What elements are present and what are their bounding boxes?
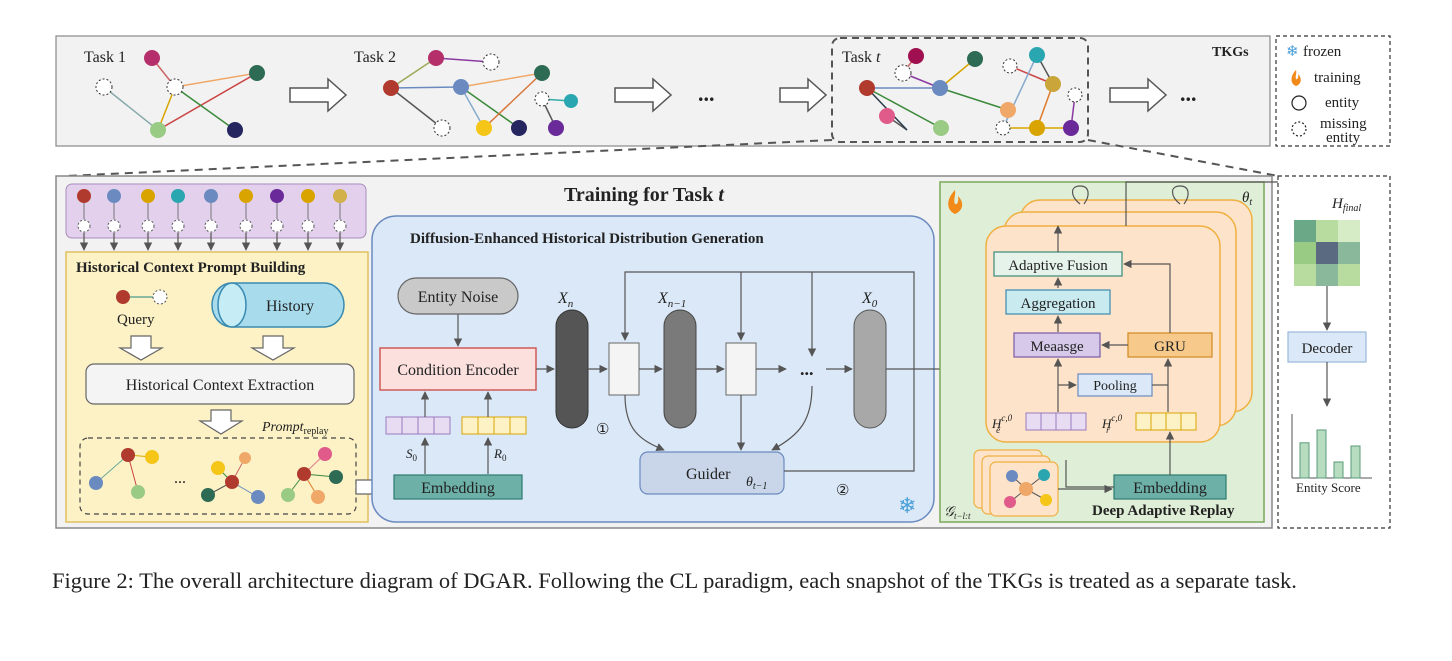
s0-label: S0 xyxy=(406,446,418,463)
denoise-step-1 xyxy=(608,342,640,396)
history-database-icon: History xyxy=(211,282,345,328)
query-entity-icon xyxy=(116,290,130,304)
arrow-right-icon xyxy=(289,77,348,113)
hec-vector xyxy=(1025,412,1087,431)
top-ellipsis: ... xyxy=(698,81,715,106)
prompt-replay-label: Promptreplay xyxy=(261,420,328,437)
hcpb-title: Historical Context Prompt Building xyxy=(76,260,306,276)
pooling-label: Pooling xyxy=(1093,379,1137,394)
xn-latent xyxy=(555,309,589,429)
prompt-entity-row xyxy=(77,189,347,233)
task-2-graph: Task 2 xyxy=(354,49,578,137)
legend-training: training xyxy=(1314,70,1361,86)
entity-score-chart xyxy=(1291,414,1372,479)
task-t-label: Task xyxy=(842,49,876,66)
main-title: Training for Task t xyxy=(564,184,725,206)
tkgs-label: TKGs xyxy=(1212,45,1249,60)
message-box xyxy=(1013,332,1101,358)
s0-vector xyxy=(385,416,451,435)
context-extraction-box xyxy=(85,363,355,405)
entity-icon xyxy=(1291,95,1307,111)
adaptive-fusion-box xyxy=(993,251,1123,277)
legend-frozen: frozen xyxy=(1303,44,1342,60)
guider-label: Guider xyxy=(686,466,731,483)
h-final-label: Hfinal xyxy=(1331,196,1361,214)
task-1-graph: Task 1 xyxy=(84,49,265,138)
condition-encoder-label: Condition Encoder xyxy=(397,362,519,379)
x0-latent xyxy=(853,309,887,429)
xn1-label: Xn−1 xyxy=(657,290,686,310)
aggregation-label: Aggregation xyxy=(1021,296,1096,312)
top-ellipsis-2: ... xyxy=(1180,81,1197,106)
legend-missing: missing xyxy=(1320,116,1367,132)
decoder-label: Decoder xyxy=(1302,341,1353,357)
down-arrow-icon xyxy=(197,409,245,435)
guider-box xyxy=(639,451,785,495)
diffusion-title: Diffusion-Enhanced Historical Distributi… xyxy=(410,231,764,247)
entity-noise-label: Entity Noise xyxy=(418,289,498,306)
svg-text:Task t: Task t xyxy=(842,49,881,66)
xn-label: Xn xyxy=(557,290,574,310)
missing-entity-icon xyxy=(1291,121,1307,137)
query-label: Query xyxy=(117,312,155,328)
aggregation-box xyxy=(1005,289,1111,315)
down-arrow-icon xyxy=(249,335,297,361)
g-label: 𝒢t−l:t xyxy=(944,505,971,521)
figure-caption: Figure 2: The overall architecture diagr… xyxy=(52,568,1297,593)
history-label: History xyxy=(266,298,314,315)
architecture-diagram: Task 1 Task 2 xyxy=(55,35,1391,529)
xn1-latent xyxy=(663,309,697,429)
adaptive-fusion-label: Adaptive Fusion xyxy=(1008,258,1108,274)
score-bar xyxy=(1333,461,1344,479)
dar-title: Deep Adaptive Replay xyxy=(1092,503,1235,519)
step-1-marker: ① xyxy=(596,422,609,438)
diffusion-embedding-box xyxy=(393,474,523,500)
score-bar xyxy=(1316,429,1327,479)
dar-embedding-label: Embedding xyxy=(1133,480,1207,497)
prompt-entity-strip xyxy=(65,183,367,239)
r0-vector xyxy=(461,416,527,435)
legend-missing-2: entity xyxy=(1326,130,1361,146)
frozen-snowflake-icon: ❄ xyxy=(898,493,916,518)
arrow-right-icon xyxy=(614,77,673,113)
h-final-matrix xyxy=(1294,220,1360,286)
context-extraction-label: Historical Context Extraction xyxy=(126,377,314,394)
dar-layer-card-1 xyxy=(985,225,1221,443)
r0-label: R0 xyxy=(493,446,507,463)
task-t-highlight xyxy=(831,37,1089,143)
task-t-graph: Task t xyxy=(842,47,1083,136)
entity-score-label: Entity Score xyxy=(1296,480,1361,495)
prompt-subgraphs: ... xyxy=(89,447,343,504)
diffusion-embedding-label: Embedding xyxy=(421,480,495,497)
fire-icon xyxy=(948,190,963,214)
message-label: Meaasge xyxy=(1030,339,1084,355)
snowflake-icon: ❄ xyxy=(1286,44,1299,60)
score-bar xyxy=(1350,445,1361,479)
denoise-step-2 xyxy=(725,342,757,396)
task-2-label: Task 2 xyxy=(354,49,396,66)
gru-label: GRU xyxy=(1154,339,1186,355)
task-1-label: Task 1 xyxy=(84,49,126,66)
guider-theta: θt−1 xyxy=(746,475,767,492)
fire-icon xyxy=(1291,70,1301,86)
legend-entity: entity xyxy=(1325,95,1360,111)
prompt-replay-box xyxy=(79,437,357,515)
score-bar xyxy=(1299,442,1310,479)
arrow-right-icon xyxy=(1109,77,1168,113)
step-2-marker: ② xyxy=(836,483,849,499)
chain-ellipsis: ... xyxy=(800,359,814,379)
dar-theta: θt xyxy=(1242,190,1252,208)
prompt-ellipsis: ... xyxy=(174,470,186,487)
hrc-vector xyxy=(1135,412,1197,431)
down-arrow-icon xyxy=(117,335,165,361)
x0-label: X0 xyxy=(861,290,878,310)
decoder-box xyxy=(1287,331,1367,363)
arrow-right-icon xyxy=(779,77,828,113)
snapshot-graph xyxy=(1004,469,1052,508)
